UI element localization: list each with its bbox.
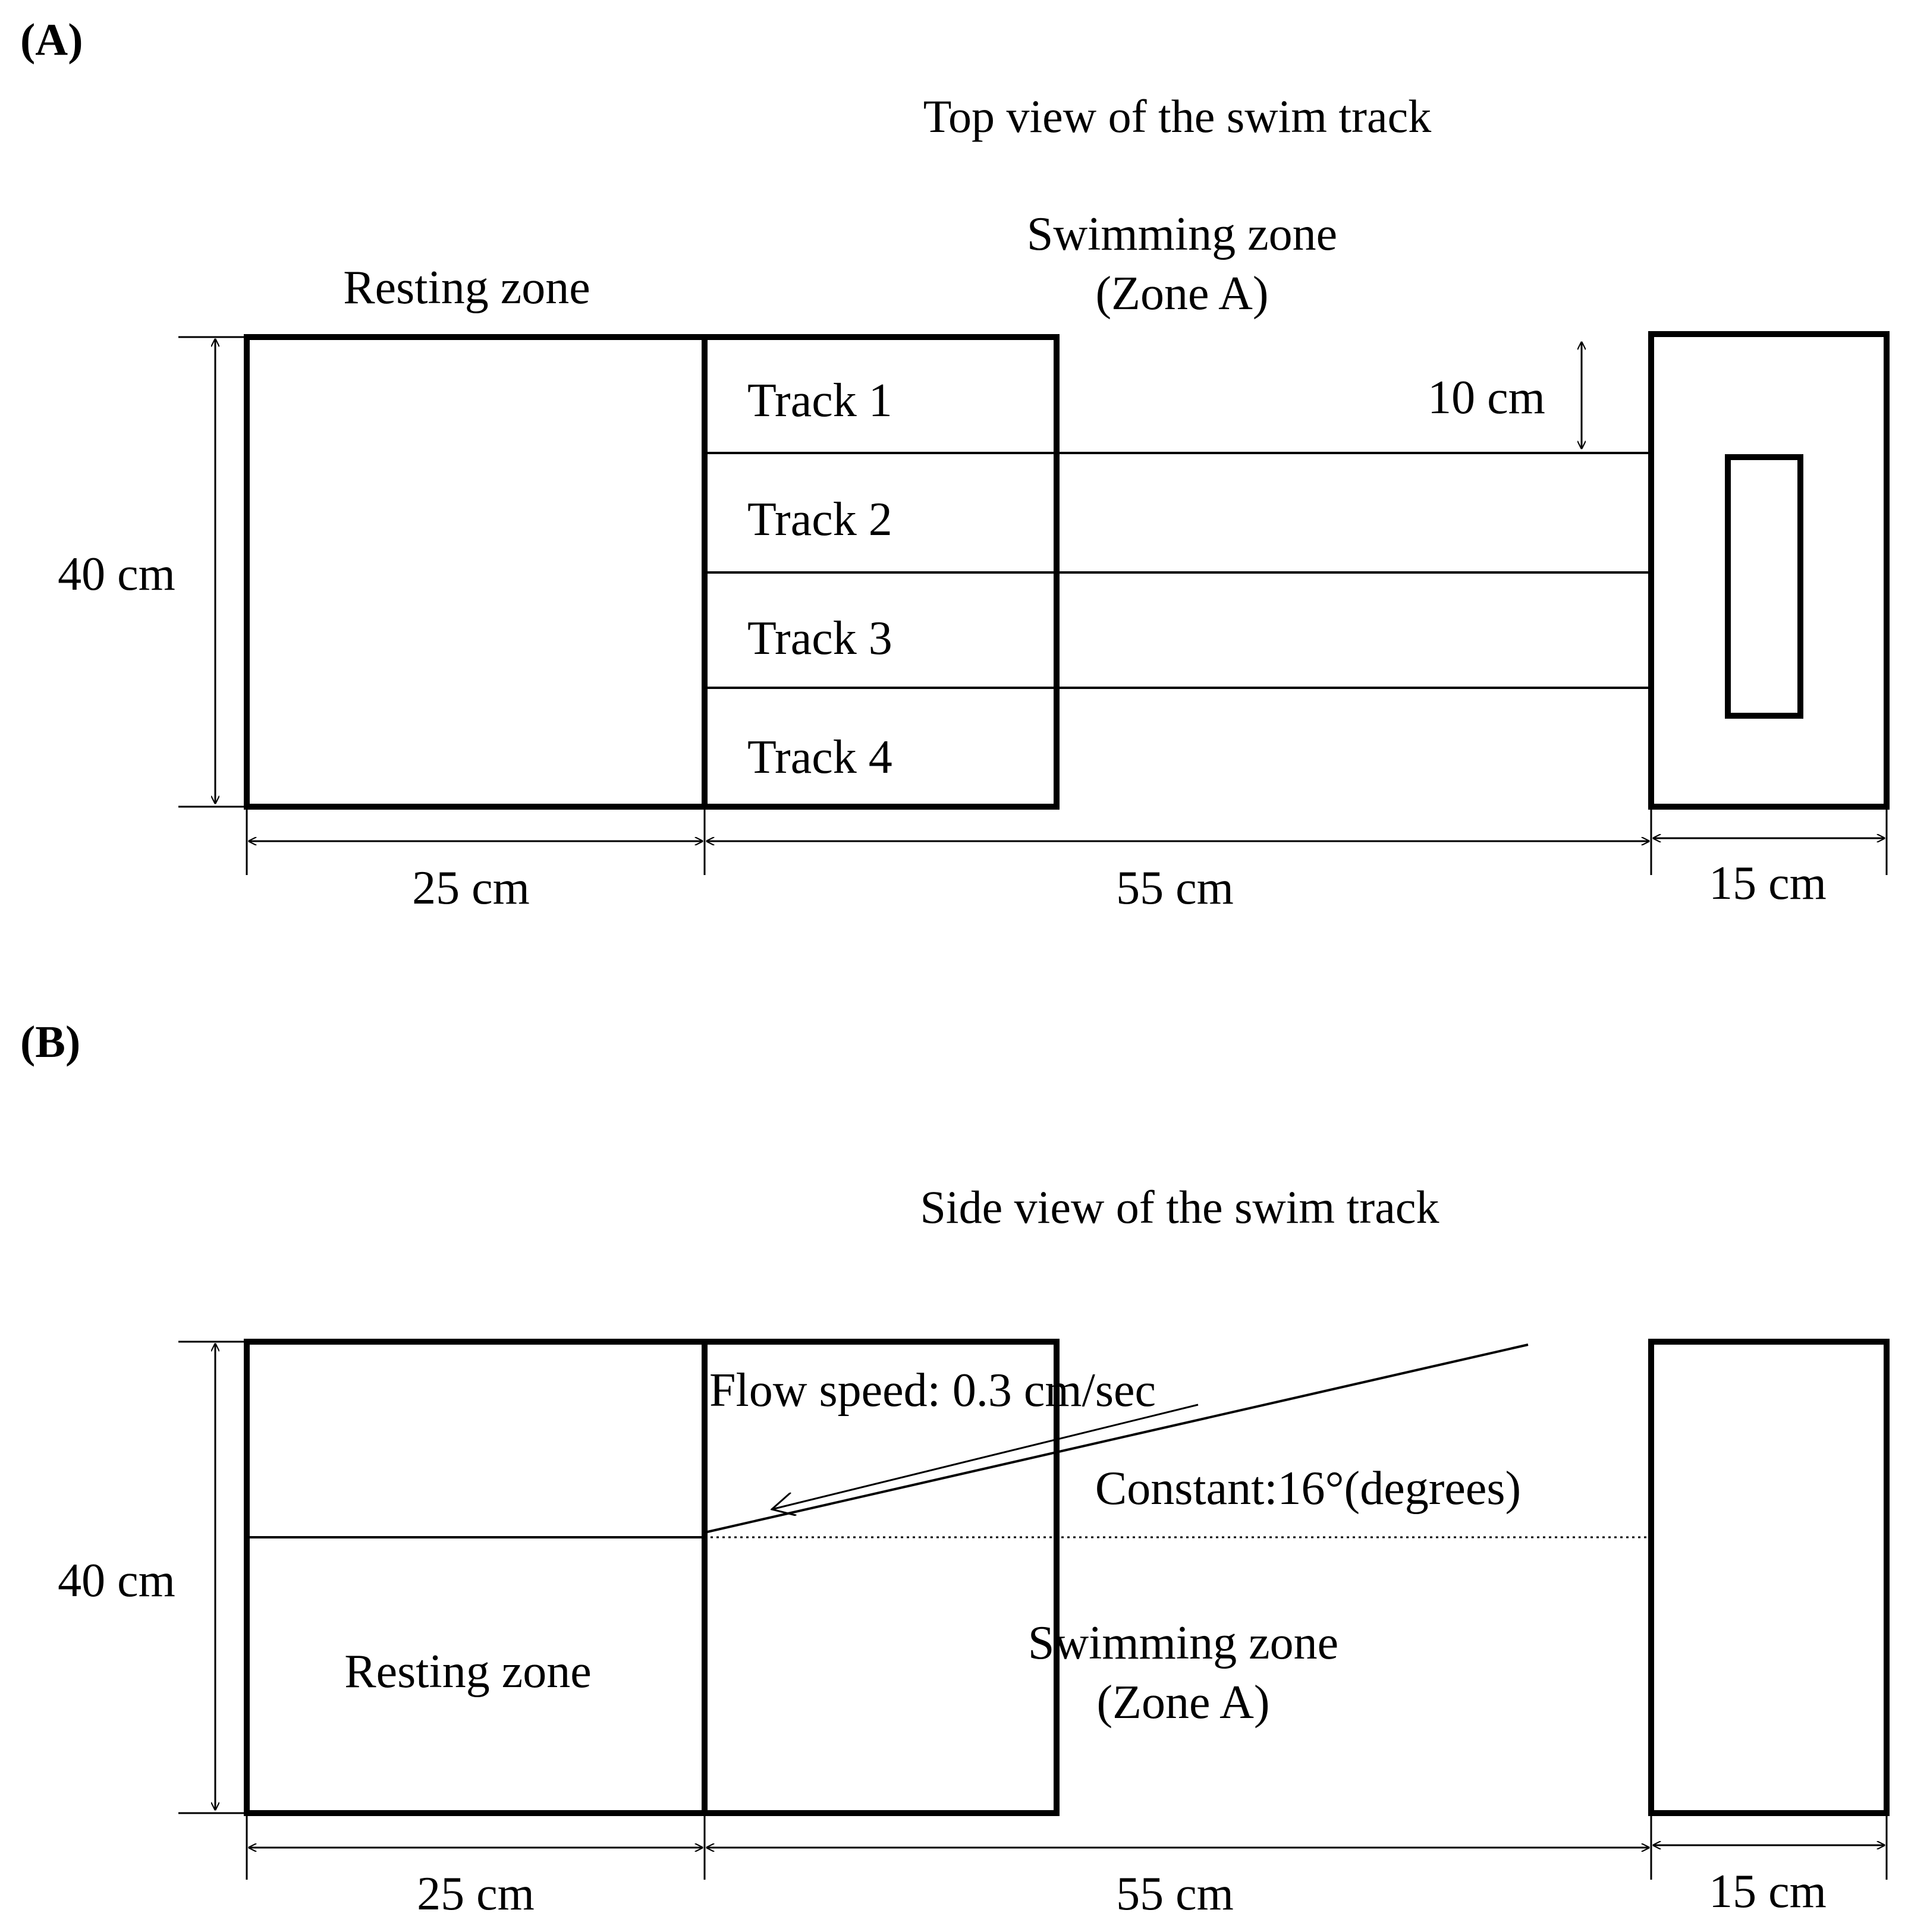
panel-a-width-label-resting: 25 cm xyxy=(412,862,530,914)
panel-b-end-compartment xyxy=(1648,1339,1890,1816)
panel-a-track-3: Track 3 xyxy=(747,612,892,665)
panel-a-width-label-end: 15 cm xyxy=(1709,857,1827,910)
panel-b-flow-speed-label: Flow speed: 0.3 cm/sec xyxy=(709,1364,1156,1417)
panel-b-slope-line xyxy=(704,1343,1529,1534)
panel-b-height-label: 40 cm xyxy=(58,1555,175,1607)
panel-a: (A) Top view of the swim track Resting z… xyxy=(20,15,1890,914)
panel-a-width-label-swimming: 55 cm xyxy=(1116,862,1234,914)
panel-b-width-label-swimming: 55 cm xyxy=(1116,1868,1234,1920)
panel-b-track-outline xyxy=(244,1339,1060,1816)
panel-a-track-width-label: 10 cm xyxy=(1428,372,1545,424)
panel-b: (B) Side view of the swim track Constant… xyxy=(20,1017,1890,1920)
panel-b-flow-arrow xyxy=(772,1404,1199,1509)
panel-b-zone-a-label: (Zone A) xyxy=(1096,1676,1269,1729)
panel-b-title: Side view of the swim track xyxy=(920,1181,1439,1233)
panel-b-angle-label: Constant:16°(degrees) xyxy=(1095,1462,1521,1515)
panel-b-width-label-end: 15 cm xyxy=(1709,1865,1827,1918)
panel-a-track-2: Track 2 xyxy=(747,493,892,546)
panel-b-label: (B) xyxy=(20,1017,80,1067)
panel-a-swimming-zone-label: Swimming zone xyxy=(1027,208,1337,260)
panel-a-flow-device xyxy=(1725,454,1803,719)
panel-b-width-label-resting: 25 cm xyxy=(417,1868,535,1920)
panel-a-end-compartment xyxy=(1648,331,1890,810)
panel-b-swimming-zone-label: Swimming zone xyxy=(1028,1617,1338,1669)
panel-a-track-4: Track 4 xyxy=(747,731,892,784)
panel-a-title: Top view of the swim track xyxy=(923,90,1432,142)
panel-b-resting-zone-label: Resting zone xyxy=(344,1645,591,1698)
panel-a-height-label: 40 cm xyxy=(58,548,175,600)
panel-a-label: (A) xyxy=(20,15,83,65)
panel-a-zone-a-label: (Zone A) xyxy=(1095,268,1268,320)
panel-a-resting-zone-label: Resting zone xyxy=(343,262,590,314)
panel-a-track-1: Track 1 xyxy=(747,375,892,427)
